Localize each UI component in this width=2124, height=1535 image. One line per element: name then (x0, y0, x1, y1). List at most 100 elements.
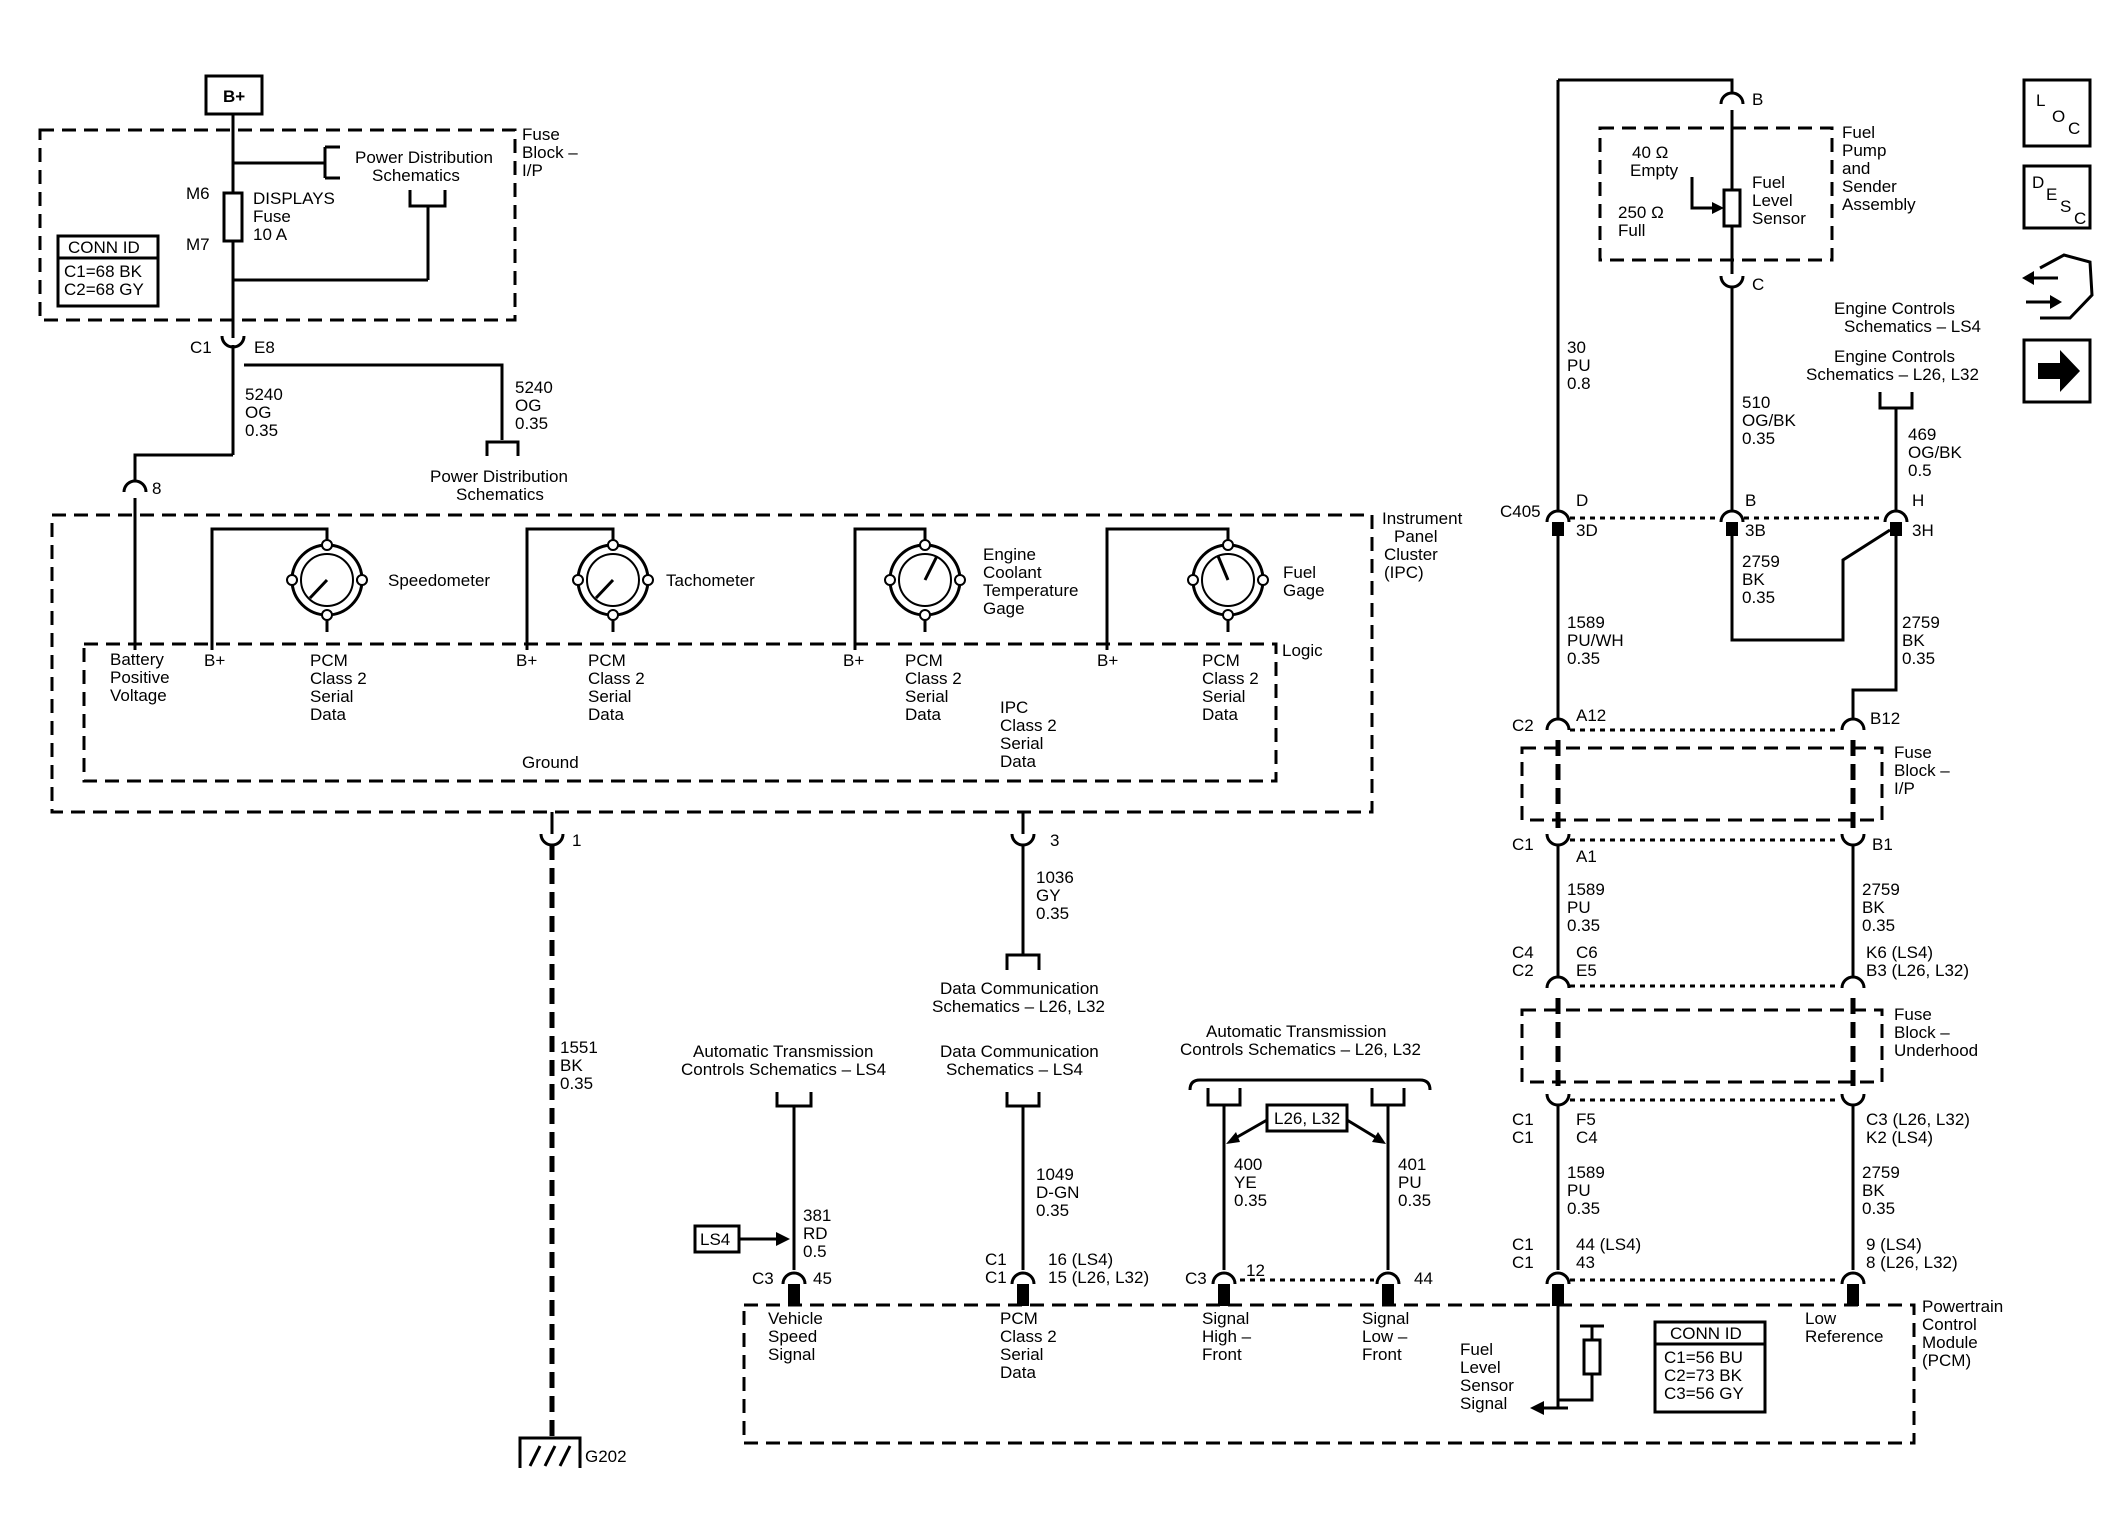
c3-k2: C3 (L26, L32) K2 (LS4) (1866, 1110, 1975, 1147)
svg-text:L: L (2036, 91, 2045, 110)
c1-a1: C1 A1 (1512, 835, 1597, 866)
b12-label: B12 (1870, 709, 1900, 728)
signal-high-front: Signal High – Front (1202, 1309, 1256, 1364)
ipc-title: Instrument Panel Cluster (IPC) (1382, 509, 1467, 582)
c405-h: H 3H (1912, 491, 1934, 540)
wire-401: 401 PU 0.35 (1398, 1155, 1431, 1210)
pins-16-15: 16 (LS4) 15 (L26, L32) (1048, 1250, 1149, 1287)
ect-gage-label: Engine Coolant Temperature Gage (983, 545, 1083, 618)
low-reference: Low Reference (1805, 1309, 1883, 1346)
fuel-level-sensor-resistor (1722, 188, 1742, 228)
speedometer-gauge (210, 527, 368, 650)
wire-1589-pu-wh: 1589 PU/WH 0.35 (1567, 613, 1628, 668)
engine-controls-ls4: Engine Controls Schematics – LS4 (1834, 299, 1981, 336)
g202-label: G202 (585, 1447, 627, 1466)
power-dist-schematics-1: Power Distribution Schematics (355, 148, 498, 185)
atc-ls4: Automatic Transmission Controls Schemati… (681, 1042, 886, 1079)
logic-label: Logic (1282, 641, 1323, 660)
description-button[interactable]: D E S C (2022, 164, 2092, 230)
power-dist-schematics-2: Power Distribution Schematics (430, 467, 573, 504)
c2-a12: C2 A12 (1512, 706, 1606, 735)
fuel-gage-label: Fuel Gage (1283, 563, 1325, 600)
ipc-logic-outline (82, 642, 1278, 783)
wire-1589-pu-b: 1589 PU 0.35 (1567, 880, 1610, 935)
data-comm-l26-l32: Data Communication Schematics – L26, L32 (932, 979, 1105, 1016)
conn-id-left (56, 234, 160, 308)
c1-c1-pcm-right: C1 C1 (1512, 1235, 1538, 1272)
next-arrow-icon[interactable] (2022, 338, 2092, 404)
svg-text:O: O (2052, 107, 2065, 126)
pin-44: 44 (1414, 1269, 1433, 1288)
pcm-serial-1: PCM Class 2 Serial Data (310, 651, 371, 724)
bplus-speedo: B+ (204, 651, 225, 670)
ipc-outline (50, 513, 1374, 814)
c3-12: C3 12 (1185, 1261, 1265, 1288)
c1-c1-pcm: C1 C1 (985, 1250, 1011, 1287)
wire-30: 30 PU 0.8 (1567, 338, 1595, 393)
svg-text:E: E (2046, 185, 2057, 204)
fuse-block-ip-right-outline (1520, 746, 1884, 822)
fuse-block-ip-right-label: Fuse Block – I/P (1894, 743, 1954, 798)
fuel-pump-sender-assembly: Fuel Pump and Sender Assembly (1842, 123, 1916, 214)
tachometer-label: Tachometer (666, 571, 755, 590)
pcm-serial-4: PCM Class 2 Serial Data (1202, 651, 1263, 724)
conn-id-pcm (1653, 1320, 1767, 1414)
fuel-gauge (1105, 527, 1269, 650)
fuel-pump-sender-outline (1598, 126, 1834, 262)
c405-d: D 3D (1576, 491, 1598, 540)
pins-44-43: 44 (LS4) 43 (1576, 1235, 1646, 1272)
wire-2759-c: 2759 BK 0.35 (1862, 880, 1905, 935)
coolant-temperature-gauge (853, 527, 966, 650)
fuse-block-ip-outline (38, 128, 517, 322)
ground-label: Ground (522, 753, 579, 772)
c3-45: C3 45 (752, 1269, 832, 1288)
pull-up-resistor (1582, 1338, 1602, 1376)
ground-g202-icon (518, 1436, 582, 1468)
svg-text:C: C (2068, 119, 2080, 138)
ohm-40-empty: 40 Ω Empty (1630, 143, 1679, 180)
ohm-250-full: 250 Ω Full (1618, 203, 1669, 240)
svg-text:C: C (2074, 209, 2086, 228)
fuse-block-underhood-outline (1520, 1008, 1884, 1084)
pin-1: 1 (572, 831, 581, 850)
l26-l32-tag-label: L26, L32 (1274, 1109, 1340, 1128)
bplus-ect: B+ (843, 651, 864, 670)
pin-8: 8 (152, 479, 161, 498)
fuse-block-ip-label: Fuse Block – I/P (522, 125, 582, 180)
wire-1551: 1551 BK 0.35 (560, 1038, 603, 1093)
wire-2759-b: 2759 BK 0.35 (1902, 613, 1945, 668)
location-button[interactable]: L O C (2022, 78, 2092, 148)
conn-id-pcm-text: CONN ID C1=56 BU C2=73 BK C3=56 GY (1664, 1324, 1748, 1403)
wire-400: 400 YE 0.35 (1234, 1155, 1267, 1210)
c1-e8-label: C1 E8 (190, 338, 275, 357)
c6-e5: C6 E5 (1576, 943, 1602, 980)
displays-fuse (222, 191, 244, 243)
atc-l26-l32: Automatic Transmission Controls Schemati… (1180, 1022, 1421, 1059)
connector-icon[interactable] (2022, 253, 2094, 320)
pin-c-top: C (1752, 275, 1764, 294)
pin-3: 3 (1050, 831, 1059, 850)
c405-label: C405 (1500, 502, 1541, 521)
f5-c4: F5 C4 (1576, 1110, 1601, 1147)
b1-label: B1 (1872, 835, 1893, 854)
c1-c1-underhood: C1 C1 (1512, 1110, 1538, 1147)
m6-label: M6 (186, 184, 210, 203)
wire-5240-b: 5240 OG 0.35 (515, 378, 558, 433)
svg-text:S: S (2060, 197, 2071, 216)
l26-l32-tag (1265, 1103, 1349, 1133)
pcm-class2-serial: PCM Class 2 Serial Data (1000, 1309, 1061, 1382)
fuse-block-underhood-label: Fuse Block – Underhood (1894, 1005, 1978, 1060)
battery-positive: Battery Positive Voltage (110, 650, 174, 705)
bplus-label: B+ (223, 87, 245, 106)
pins-9-8: 9 (LS4) 8 (L26, L32) (1866, 1235, 1958, 1272)
pcm-serial-3: PCM Class 2 Serial Data (905, 651, 966, 724)
wire-381: 381 RD 0.5 (803, 1206, 836, 1261)
wire-469: 469 OG/BK 0.5 (1908, 425, 1967, 480)
bplus-fuel: B+ (1097, 651, 1118, 670)
data-comm-ls4: Data Communication Schematics – LS4 (940, 1042, 1103, 1079)
svg-text:D: D (2032, 173, 2044, 192)
pcm-serial-2: PCM Class 2 Serial Data (588, 651, 649, 724)
speedometer-label: Speedometer (388, 571, 490, 590)
engine-controls-l26: Engine Controls Schematics – L26, L32 (1806, 347, 1979, 384)
